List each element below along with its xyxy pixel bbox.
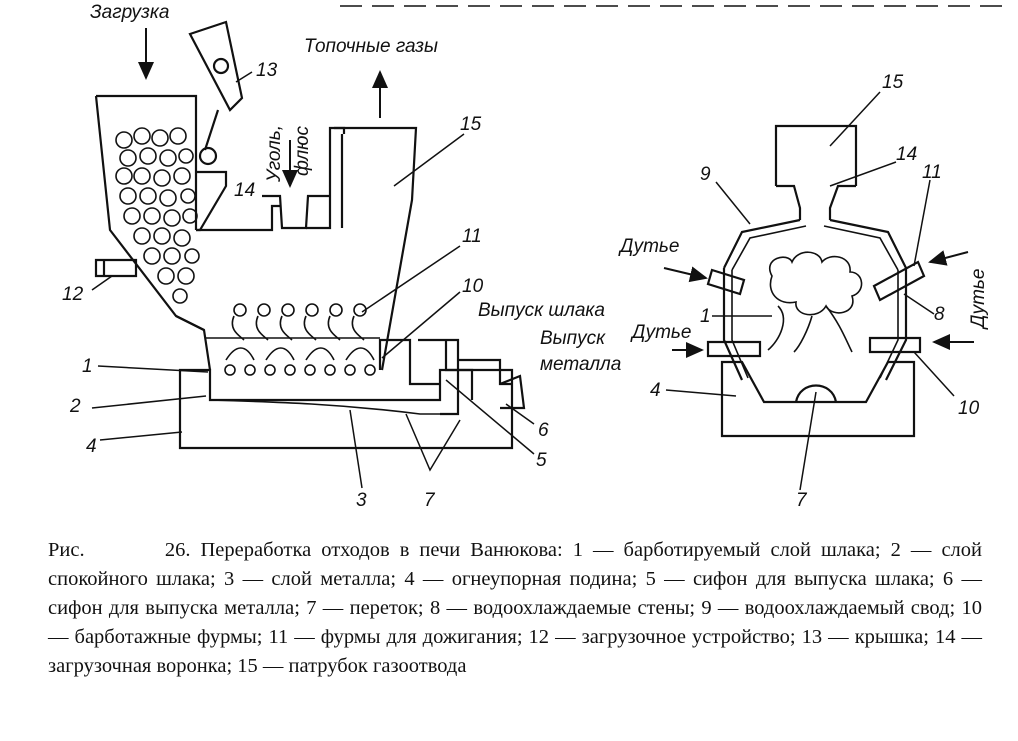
callout-r1: 1 — [700, 306, 711, 327]
slag-siphon — [378, 338, 440, 386]
cross-gas-duct — [774, 124, 858, 186]
water-cooled-walls — [722, 268, 908, 381]
barbotage-tuyeres — [224, 347, 376, 376]
water-cooled-vault — [723, 218, 907, 269]
callout-2: 2 — [69, 396, 81, 417]
callout-14: 14 — [234, 180, 255, 201]
figure-label: Рис. — [48, 539, 85, 561]
longitudinal-section — [94, 20, 526, 450]
callout-6: 6 — [538, 420, 549, 441]
blast-arrow-left-top — [663, 266, 708, 283]
metal-outlet-label-2: металла — [540, 354, 621, 375]
figure-caption: Рис. 26. Переработка отходов в печи Ваню… — [48, 536, 982, 681]
caption-text: 26. Переработка отходов в печи Ванюкова:… — [48, 539, 982, 677]
callout-7: 7 — [424, 490, 436, 511]
metal-outlet-label-1: Выпуск — [540, 328, 606, 349]
callout-r9: 9 — [700, 164, 711, 185]
callout-10: 10 — [462, 276, 484, 297]
leader-lines-left — [91, 71, 535, 489]
gas-duct — [334, 126, 418, 371]
hearth-block — [178, 368, 514, 450]
callout-13: 13 — [256, 60, 278, 81]
blast-arrow-right-top — [928, 250, 969, 266]
callout-12: 12 — [62, 284, 84, 305]
metal-siphon — [458, 358, 512, 386]
callout-5: 5 — [536, 450, 547, 471]
callout-r4: 4 — [650, 380, 661, 401]
callout-15: 15 — [460, 114, 482, 135]
blast-label-left-top: Дутье — [618, 236, 679, 257]
callout-4: 4 — [86, 436, 97, 457]
furnace-diagram: Загрузка Топочные газы Уголь, флюс Выпус… — [62, 2, 1010, 511]
coal-label: Уголь, — [264, 125, 285, 183]
callout-r7: 7 — [796, 490, 808, 511]
callout-r8: 8 — [934, 304, 945, 325]
callout-r10: 10 — [958, 398, 980, 419]
callout-3: 3 — [356, 490, 367, 511]
callout-r11: 11 — [922, 162, 942, 183]
charging-device — [94, 258, 138, 278]
charge-lumps — [115, 127, 200, 304]
furnace-roof — [196, 204, 280, 232]
callout-r15: 15 — [882, 72, 904, 93]
callout-r14: 14 — [896, 144, 917, 165]
blast-label-right: Дутье — [968, 269, 989, 330]
slag-outlet-label: Выпуск шлака — [478, 300, 605, 321]
flux-label: флюс — [292, 126, 313, 176]
callout-11: 11 — [462, 226, 482, 247]
coal-funnel — [262, 194, 330, 230]
flue-gases-label: Топочные газы — [304, 36, 438, 57]
blast-label-left-bottom: Дутье — [630, 322, 691, 343]
charging-hopper — [94, 94, 205, 331]
afterburning-tuyeres — [231, 303, 367, 341]
cross-section — [665, 91, 955, 491]
loading-label: Загрузка — [90, 2, 169, 23]
callout-1: 1 — [82, 356, 93, 377]
hopper-lid — [188, 20, 244, 112]
